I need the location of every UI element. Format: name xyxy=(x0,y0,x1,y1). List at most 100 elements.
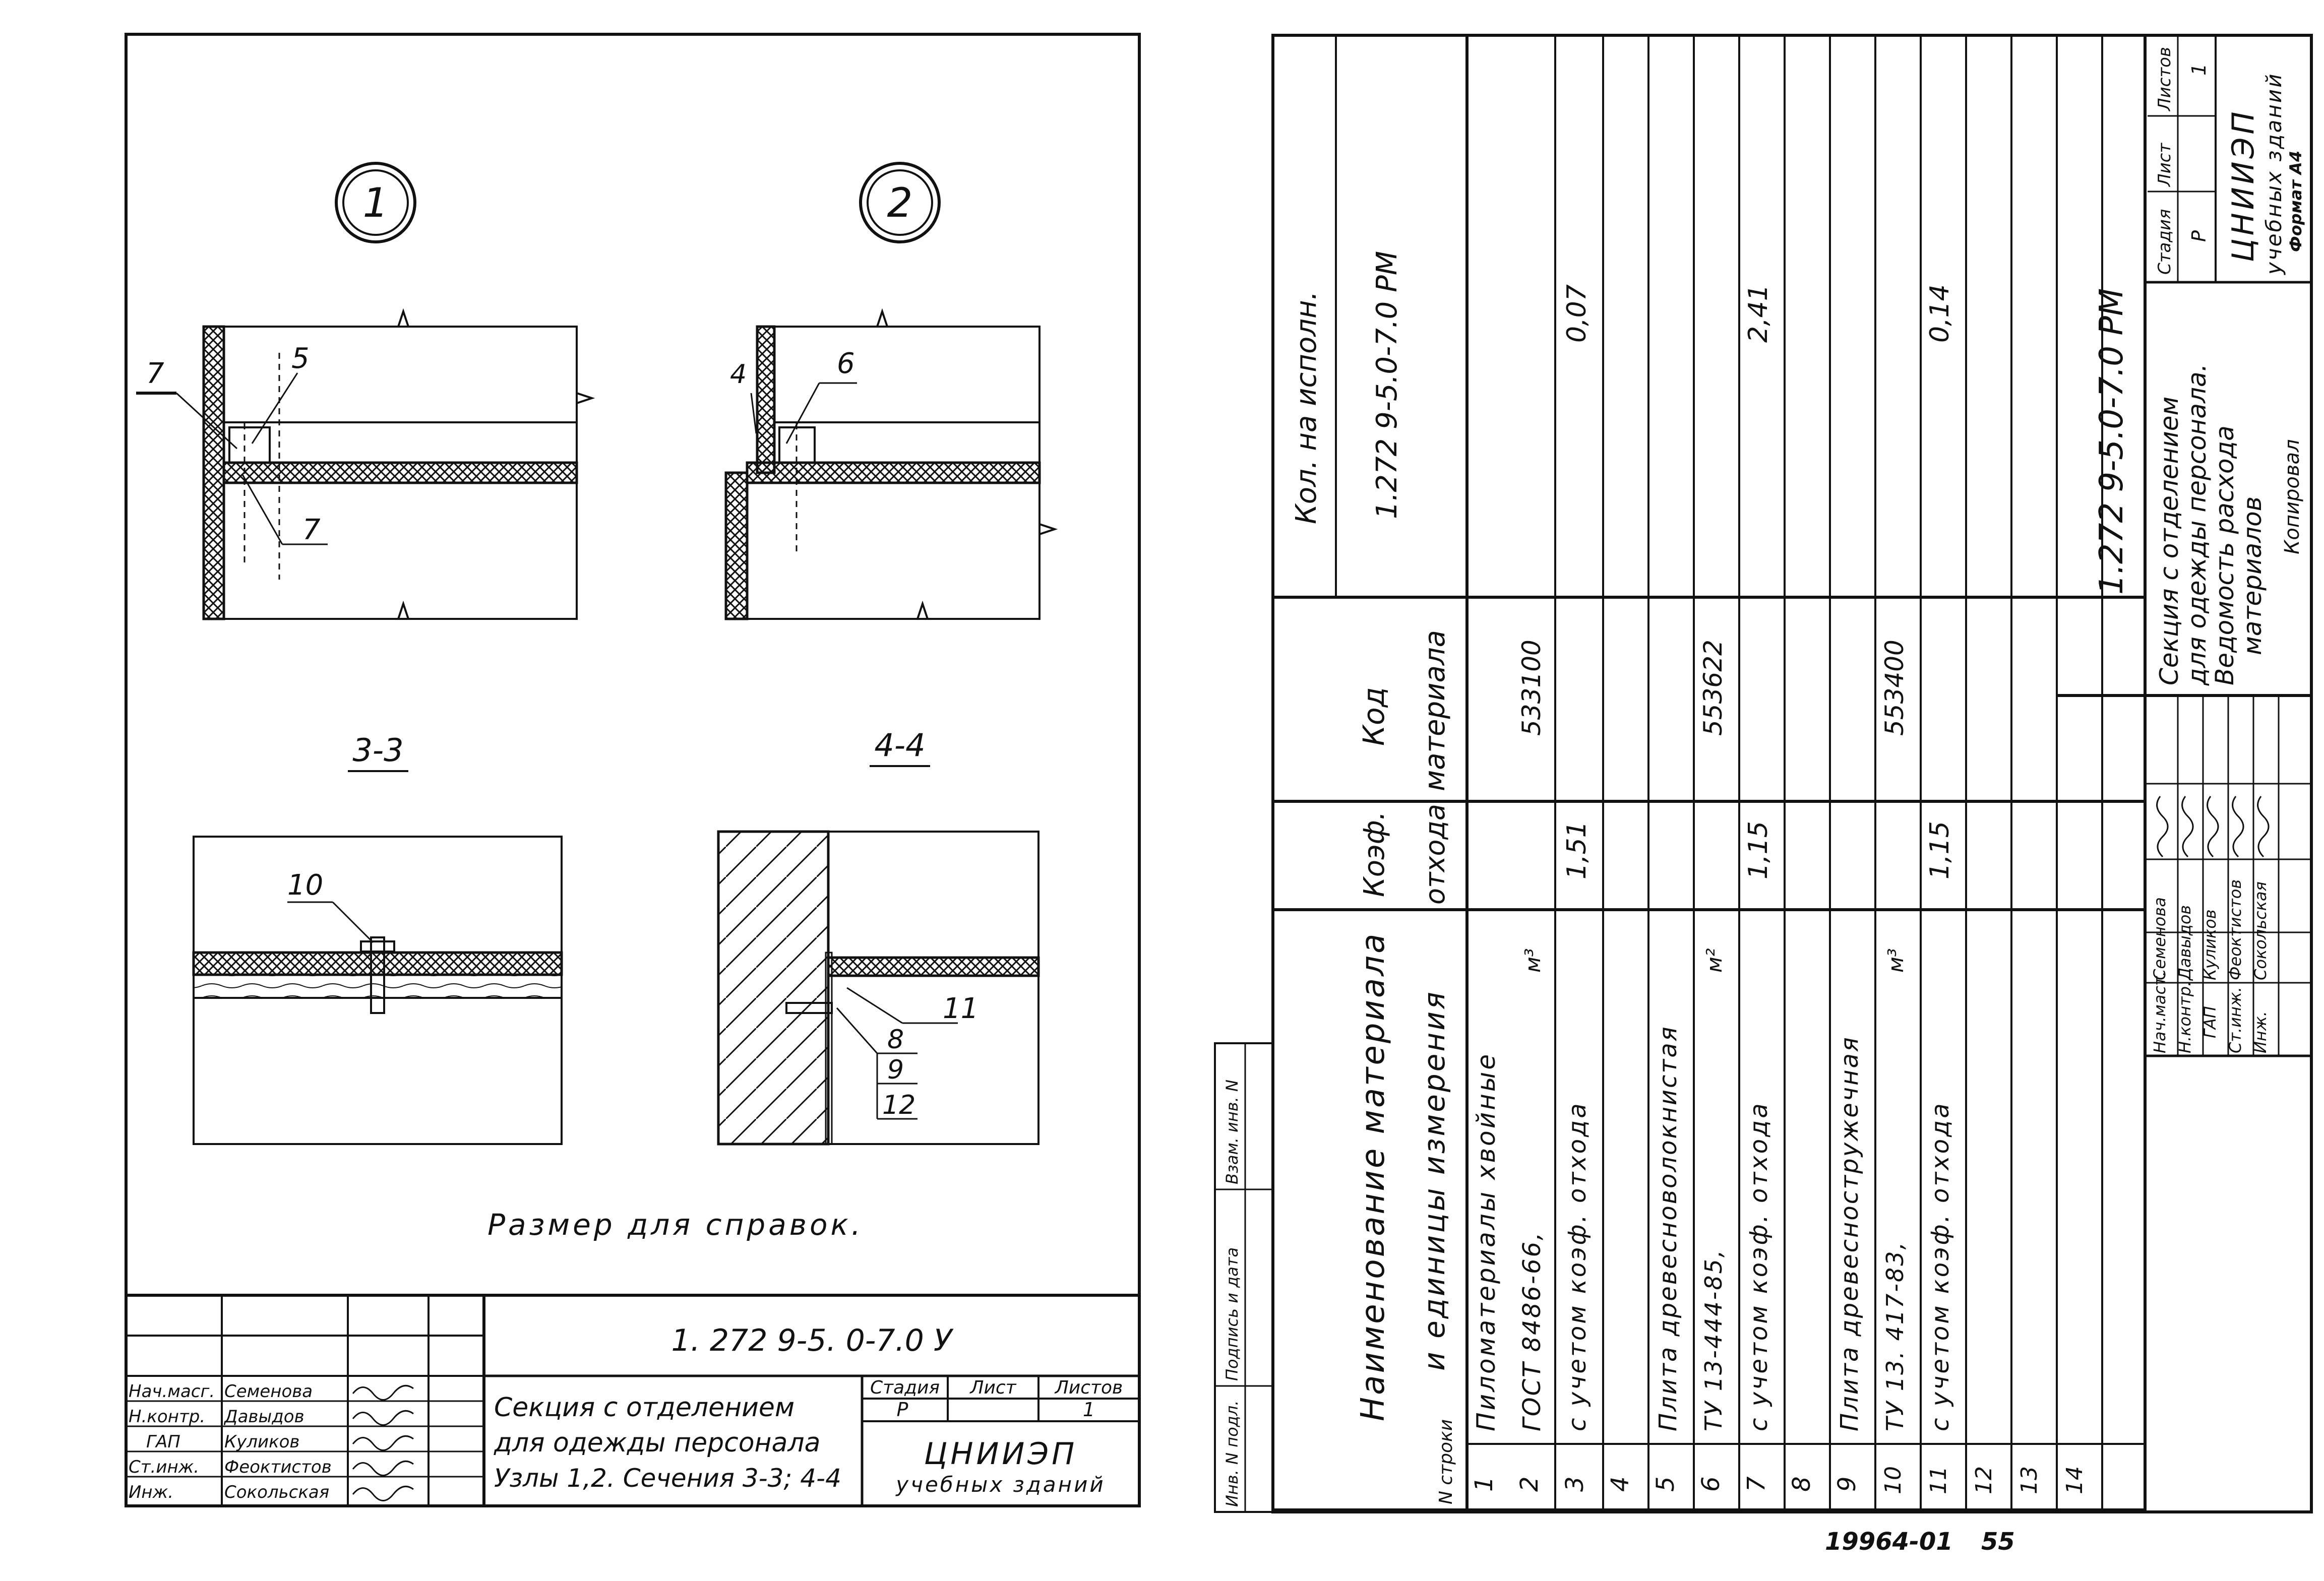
left-signatures xyxy=(352,1384,414,1501)
right-sheet-frame xyxy=(1271,34,2313,1513)
row-names: Пиломатериалы хвойные ГОСТ 8486-66, с уч… xyxy=(1472,1025,1954,1431)
left-role-4: Инж. xyxy=(129,1482,173,1502)
row-name-11: с учетом коэф. отхода xyxy=(1926,1101,1954,1431)
right-format-label: Формат А4 xyxy=(2286,151,2305,252)
row-no-1: 1 xyxy=(1470,1476,1498,1492)
right-sheet-header: Лист xyxy=(2155,143,2175,187)
hdr-qty-line1: Кол. на исполн. xyxy=(1290,291,1323,524)
row-name-3: с учетом коэф. отхода xyxy=(1563,1101,1592,1431)
left-name-3: Феоктистов xyxy=(224,1457,332,1477)
left-role-1: Н.контр. xyxy=(129,1407,205,1427)
row-name-1: Пиломатериалы хвойные xyxy=(1472,1052,1501,1431)
callout-7b: 7 xyxy=(302,514,321,546)
right-title-line1: Секция с отделением xyxy=(2155,397,2184,685)
right-sheets-value: 1 xyxy=(2188,64,2210,76)
hdr-row-no: N строки xyxy=(1436,1419,1456,1504)
row-numbers: 1 2 3 4 5 6 7 8 9 10 11 12 13 14 xyxy=(1470,1466,2088,1494)
section-3-3-label: 3-3 xyxy=(352,732,403,769)
row-unit-6: м² xyxy=(1702,948,1727,973)
right-name-3: Феоктистов xyxy=(2226,879,2245,980)
row-no-2: 2 xyxy=(1515,1476,1544,1492)
row-code-6: 553622 xyxy=(1698,640,1728,736)
left-role-3: Ст.инж. xyxy=(129,1457,199,1477)
spec-table-grid xyxy=(1273,35,2146,1512)
node-2-label: 2 xyxy=(887,179,913,226)
row-no-10: 10 xyxy=(1880,1466,1906,1494)
right-sheet: Инв. N подл. Подпись и дата Взам. инв. N xyxy=(1214,34,2313,1513)
side-label-inv: Инв. N подл. xyxy=(1222,1401,1242,1507)
row-no-4: 4 xyxy=(1606,1476,1634,1492)
page-number: 55 xyxy=(1981,1528,2015,1556)
left-title-line2: для одежды персонала xyxy=(494,1428,821,1458)
hdr-code-line1: Код xyxy=(1357,687,1391,746)
section-3-3-detail: 10 xyxy=(192,836,563,1145)
callout-8: 8 xyxy=(887,1025,904,1055)
left-stage-header: Стадия xyxy=(870,1377,940,1398)
archive-stamp-number: 19964-01 xyxy=(1825,1528,1953,1556)
right-doc-code: 1.272 9-5.0-7.0 РМ xyxy=(2093,288,2130,595)
right-copied-label: Копировал xyxy=(2281,439,2304,554)
row-name-7: с учетом коэф. отхода xyxy=(1745,1101,1773,1431)
left-org-line1: ЦНИИЭП xyxy=(924,1436,1077,1472)
left-title-block: 1. 272 9-5. 0-7.0 У Секция с отделением … xyxy=(126,1294,1139,1506)
right-stage-header: Стадия xyxy=(2155,209,2175,275)
row-unit-2: м³ xyxy=(1520,948,1545,973)
left-title-line3: Узлы 1,2. Сечения 3-3; 4-4 xyxy=(494,1464,841,1493)
left-role-2: ГАП xyxy=(146,1432,180,1452)
right-sheets-header: Листов xyxy=(2155,47,2175,112)
node-2-detail: 4 6 xyxy=(724,308,1058,620)
side-strip: Инв. N подл. Подпись и дата Взам. инв. N xyxy=(1214,1042,1274,1513)
callout-7a: 7 xyxy=(146,357,164,390)
hdr-code-line2: материала xyxy=(1419,630,1451,791)
row-no-3: 3 xyxy=(1561,1476,1589,1492)
left-sheet-frame xyxy=(125,33,1141,1507)
row-qty-11: 0,14 xyxy=(1925,284,1955,343)
row-name-9: Плита древесностружечная xyxy=(1836,1036,1864,1431)
right-name-0: Семенова xyxy=(2150,897,2169,980)
row-no-7: 7 xyxy=(1742,1476,1770,1492)
right-signatures xyxy=(2156,796,2270,858)
node-2-marker: 2 xyxy=(859,162,941,243)
hdr-coef-line1: Коэф. xyxy=(1358,811,1391,897)
row-coef-7: 1,15 xyxy=(1743,821,1773,879)
row-name-5: Плита древесноволокнистая xyxy=(1654,1025,1682,1431)
row-unit-10: м³ xyxy=(1883,948,1908,973)
callout-10: 10 xyxy=(287,869,323,902)
left-name-2: Куликов xyxy=(224,1432,299,1452)
callout-6: 6 xyxy=(837,347,855,380)
side-label-replace: Взам. инв. N xyxy=(1222,1080,1242,1184)
left-sheets-header: Листов xyxy=(1054,1377,1123,1398)
row-qty-3: 0,07 xyxy=(1562,284,1592,343)
right-title-line2: для одежды персонала. xyxy=(2182,363,2212,686)
section-4-4-label: 4-4 xyxy=(874,727,925,764)
row-no-8: 8 xyxy=(1788,1476,1816,1492)
right-role-1: Н.контр. xyxy=(2175,981,2194,1053)
callout-12: 12 xyxy=(882,1090,915,1120)
left-title-line1: Секция с отделением xyxy=(494,1393,794,1423)
left-stage-value: Р xyxy=(897,1399,908,1421)
row-coef-11: 1,15 xyxy=(1925,821,1955,879)
right-title-line3: Ведомость расхода xyxy=(2210,425,2239,685)
left-name-0: Семенова xyxy=(224,1381,313,1402)
row-no-11: 11 xyxy=(1926,1466,1951,1494)
right-org-line1: ЦНИИЭП xyxy=(2226,109,2261,262)
right-stage-value: Р xyxy=(2188,230,2210,242)
hdr-coef-line2: отхода xyxy=(1419,804,1451,905)
row-no-9: 9 xyxy=(1833,1476,1861,1492)
left-name-4: Сокольская xyxy=(224,1482,329,1502)
callout-5: 5 xyxy=(291,342,310,375)
right-name-2: Куликов xyxy=(2200,909,2220,980)
row-no-6: 6 xyxy=(1697,1476,1725,1492)
callout-4: 4 xyxy=(730,359,747,390)
right-name-4: Сокольская xyxy=(2251,881,2270,980)
hdr-qty-line2: 1.272 9-5.0-7.0 РМ xyxy=(1371,251,1403,519)
right-name-1: Давыдов xyxy=(2175,905,2194,981)
right-role-0: Нач.маст. xyxy=(2150,971,2169,1053)
row-no-5: 5 xyxy=(1652,1476,1680,1492)
node-1-marker: 1 xyxy=(335,162,416,243)
right-org-line2: учебных зданий xyxy=(2261,73,2286,276)
left-name-1: Давыдов xyxy=(223,1407,304,1427)
hdr-name-line1: Наименование материала xyxy=(1355,932,1392,1421)
side-label-sign: Подпись и дата xyxy=(1222,1247,1242,1381)
